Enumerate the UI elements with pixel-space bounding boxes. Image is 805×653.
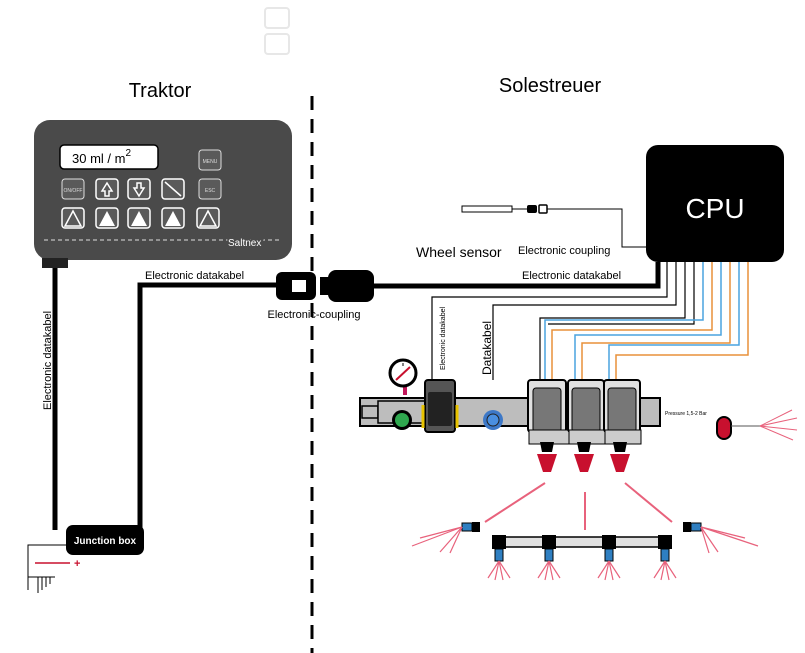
cable-label-cpu: Electronic datakabel <box>522 270 621 282</box>
section-button-1[interactable] <box>61 207 85 229</box>
wheel-coupling-label: Electronic coupling <box>518 245 610 257</box>
diagonal-button[interactable] <box>161 178 185 200</box>
display-value: 30 ml / m2 <box>72 148 131 166</box>
wheel-sensor-label: Wheel sensor <box>416 244 502 260</box>
side-nozzle-sensor <box>716 409 798 441</box>
svg-text:ESC: ESC <box>205 188 216 194</box>
section-title-spreader: Solestreuer <box>499 75 602 97</box>
controller-unit: 30 ml / m2 MENU ESC ON/OFF <box>34 120 292 268</box>
cable-label-sensor: Datakabel <box>480 321 494 375</box>
main-valve-icon <box>392 410 412 430</box>
coupling-label: Electronic-coupling <box>268 309 361 321</box>
spray-boom <box>492 535 672 549</box>
boom-nozzle-3 <box>597 548 621 581</box>
electronic-coupling: Electronic-coupling <box>268 270 374 321</box>
brand-label: Saltnex <box>228 238 261 249</box>
section-valve-1 <box>527 379 570 445</box>
wheel-sensor: Wheel sensor Electronic coupling <box>416 204 646 260</box>
section-button-5[interactable] <box>196 207 220 229</box>
battery-ground-symbol: + <box>27 544 80 593</box>
supply-lines <box>484 482 673 530</box>
boom-nozzle-1 <box>487 548 511 581</box>
svg-text:MENU: MENU <box>203 159 218 165</box>
section-button-2[interactable] <box>95 207 119 229</box>
section-title-tractor: Traktor <box>129 80 192 102</box>
down-arrow-button[interactable] <box>127 178 151 200</box>
cable-label-left: Electronic datakabel <box>42 311 54 410</box>
section-nozzle-1 <box>537 442 557 472</box>
section-button-3[interactable] <box>127 207 151 229</box>
esc-button[interactable]: ESC <box>198 178 222 200</box>
up-arrow-button[interactable] <box>95 178 119 200</box>
cpu-control-cables <box>431 262 695 385</box>
cable-label-valve: Electronic datakabel <box>440 307 447 370</box>
section-valve-3 <box>603 379 642 445</box>
boom-side-nozzle-right <box>683 522 759 554</box>
cpu-label: CPU <box>685 193 744 224</box>
faint-icon-top <box>264 7 290 55</box>
boom-nozzle-2 <box>537 548 561 581</box>
flow-sensor-icon <box>483 410 503 430</box>
section-button-4[interactable] <box>161 207 185 229</box>
section-nozzle-3 <box>610 442 630 472</box>
cable-coupling-cpu: Electronic datakabel <box>374 262 661 289</box>
section-valve-2 <box>567 379 606 445</box>
onoff-button[interactable]: ON/OFF <box>61 178 85 200</box>
cable-label-top: Electronic datakabel <box>145 270 244 282</box>
cable-controller-junction: Electronic datakabel <box>42 268 58 530</box>
battery-plus: + <box>74 558 80 570</box>
cpu-signal-wires <box>544 262 749 380</box>
section-nozzle-2 <box>574 442 594 472</box>
cpu-unit: CPU <box>646 145 784 262</box>
pressure-label: Pressure 1,5-2 Bar <box>665 411 707 417</box>
electronic-valve <box>421 379 459 433</box>
boom-side-nozzle-left <box>411 522 480 554</box>
menu-button[interactable]: MENU <box>198 149 222 171</box>
boom-nozzle-4 <box>653 548 677 581</box>
cable-junction-coupling: Electronic datakabel <box>137 270 282 530</box>
svg-text:ON/OFF: ON/OFF <box>64 188 83 194</box>
svg-text:Junction box: Junction box <box>74 536 137 547</box>
pressure-gauge-icon <box>388 358 418 395</box>
junction-box: Junction box <box>66 525 144 555</box>
